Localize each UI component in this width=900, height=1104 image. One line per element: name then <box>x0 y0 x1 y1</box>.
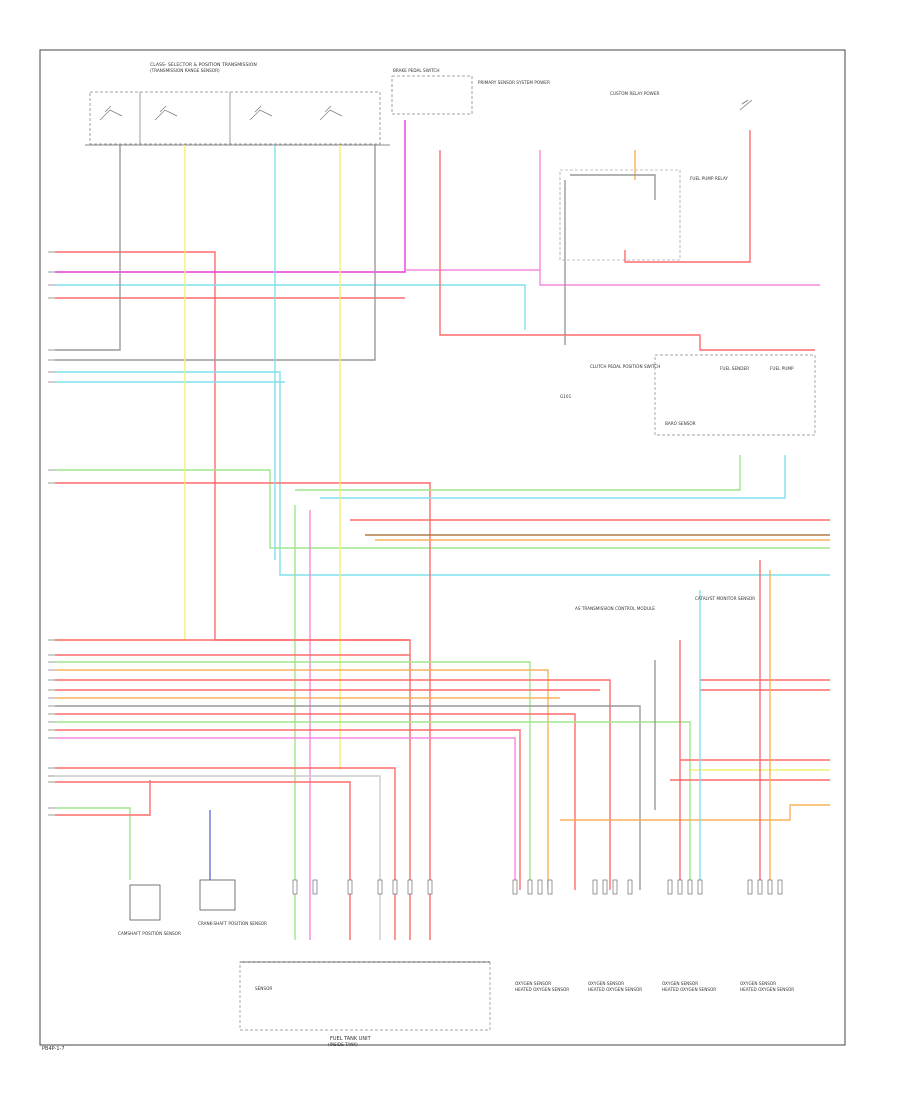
wire-43 <box>560 804 830 821</box>
connector-pin <box>537 879 543 895</box>
wire-30 <box>55 705 641 890</box>
o2-sensor-2-desc: HEATED OXYGEN SENSOR <box>588 987 642 992</box>
sensor-label: SENSOR <box>255 986 272 991</box>
relay-power-title: CUSTOM RELAY POWER <box>610 91 659 96</box>
wire-33 <box>55 729 521 890</box>
tcm-note: AS TRANSMISSION CONTROL MODULE <box>575 606 655 611</box>
clutch-switch-title: CLUTCH PEDAL POSITION SWITCH <box>590 364 660 369</box>
connector-pin <box>602 879 608 895</box>
o2-sensor-4-label: OXYGEN SENSOR <box>740 981 776 986</box>
wire-34 <box>55 737 516 890</box>
clutch-switch-block: CLUTCH PEDAL POSITION SWITCH BARO SENSOR… <box>560 354 816 436</box>
connector-pin <box>757 879 763 895</box>
fuel-pump-label: FUEL PUMP <box>770 366 794 371</box>
wire-8 <box>55 371 830 576</box>
wire-31 <box>55 713 576 890</box>
connector-pin <box>667 879 673 895</box>
wire-38 <box>55 807 131 880</box>
brake-switch-block: BRAKE PEDAL SWITCH PRIMARY SENSOR SYSTEM… <box>391 68 550 115</box>
connector-pin <box>427 879 433 895</box>
wire-6 <box>55 145 121 351</box>
connector-pin <box>687 879 693 895</box>
o2-sensor-1-desc: HEATED OXYGEN SENSOR <box>515 987 569 992</box>
connector-pin <box>392 879 398 895</box>
range-sensor-block: CLASS- SELECTOR & POSITION TRANSMISSION … <box>85 62 390 146</box>
wire-25 <box>55 661 531 890</box>
wire-10 <box>55 469 830 549</box>
wire-47 <box>624 130 751 263</box>
wire-32 <box>55 721 691 890</box>
brake-switch-title: BRAKE PEDAL SWITCH <box>393 68 439 73</box>
connector-pin <box>547 879 553 895</box>
wire-5 <box>405 150 820 286</box>
tank-unit-sub: (INSIDE TANK) <box>328 1042 358 1047</box>
wire-35 <box>55 767 396 940</box>
terminal-layer <box>48 251 55 816</box>
connector-pin <box>677 879 683 895</box>
connector-pin <box>767 879 773 895</box>
wire-layer <box>55 120 830 940</box>
connector-pin <box>697 879 703 895</box>
relay-right-title: FUEL PUMP RELAY <box>690 176 728 181</box>
wire-11 <box>55 482 431 940</box>
connector-pin <box>627 879 633 895</box>
o2-sensor-1-label: OXYGEN SENSOR <box>515 981 551 986</box>
brake-switch-note: PRIMARY SENSOR SYSTEM POWER <box>478 80 550 85</box>
wire-14 <box>295 455 741 491</box>
tank-unit-label: FUEL TANK UNIT <box>330 1036 372 1042</box>
fuel-sender-label: FUEL SENDER <box>720 366 749 371</box>
connector-pin <box>612 879 618 895</box>
wire-37 <box>55 781 351 940</box>
connector-pin <box>407 879 413 895</box>
connector-pin <box>292 879 298 895</box>
wire-39 <box>55 780 151 816</box>
ckp-label: CRANK-SHAFT POSITION SENSOR <box>198 921 267 926</box>
connector-pin <box>527 879 533 895</box>
connector-pin <box>592 879 598 895</box>
range-sensor-title: CLASS- SELECTOR & POSITION TRANSMISSION <box>150 62 257 68</box>
wire-12 <box>439 150 815 351</box>
wire-26 <box>55 669 549 890</box>
wire-1 <box>55 251 411 940</box>
wire-27 <box>55 679 611 890</box>
ground-label: G101 <box>560 394 572 399</box>
bottom-components: CAMSHAFT POSITION SENSOR CRANK-SHAFT POS… <box>118 879 794 1047</box>
wire-7 <box>55 145 376 361</box>
cmp-label: CAMSHAFT POSITION SENSOR <box>118 931 181 936</box>
baro-label: BARO SENSOR <box>665 421 696 426</box>
connector-pin <box>377 879 383 895</box>
catalyst-note: CATALYST MONITOR SENSOR <box>695 596 755 601</box>
connector-pin <box>512 879 518 895</box>
wire-36 <box>55 775 381 940</box>
connector-pin <box>747 879 753 895</box>
wire-2 <box>55 120 406 273</box>
wire-55 <box>570 174 656 200</box>
connector-pin <box>777 879 783 895</box>
o2-sensor-2-label: OXYGEN SENSOR <box>588 981 624 986</box>
wire-13 <box>320 455 786 499</box>
figure-code: PB4P-1-7 <box>42 1046 65 1052</box>
o2-sensor-4-desc: HEATED OXYGEN SENSOR <box>740 987 794 992</box>
connector-pin <box>347 879 353 895</box>
connector-pin <box>312 879 318 895</box>
o2-sensor-3-label: OXYGEN SENSOR <box>662 981 698 986</box>
range-sensor-subtitle: (TRANSMISSION RANGE SENSOR) <box>150 68 220 73</box>
o2-sensor-3-desc: HEATED OXYGEN SENSOR <box>662 987 716 992</box>
diagram-border <box>39 49 846 1046</box>
wire-3 <box>55 284 526 330</box>
relay-power-block: CUSTOM RELAY POWER FUEL PUMP RELAY <box>559 91 753 261</box>
